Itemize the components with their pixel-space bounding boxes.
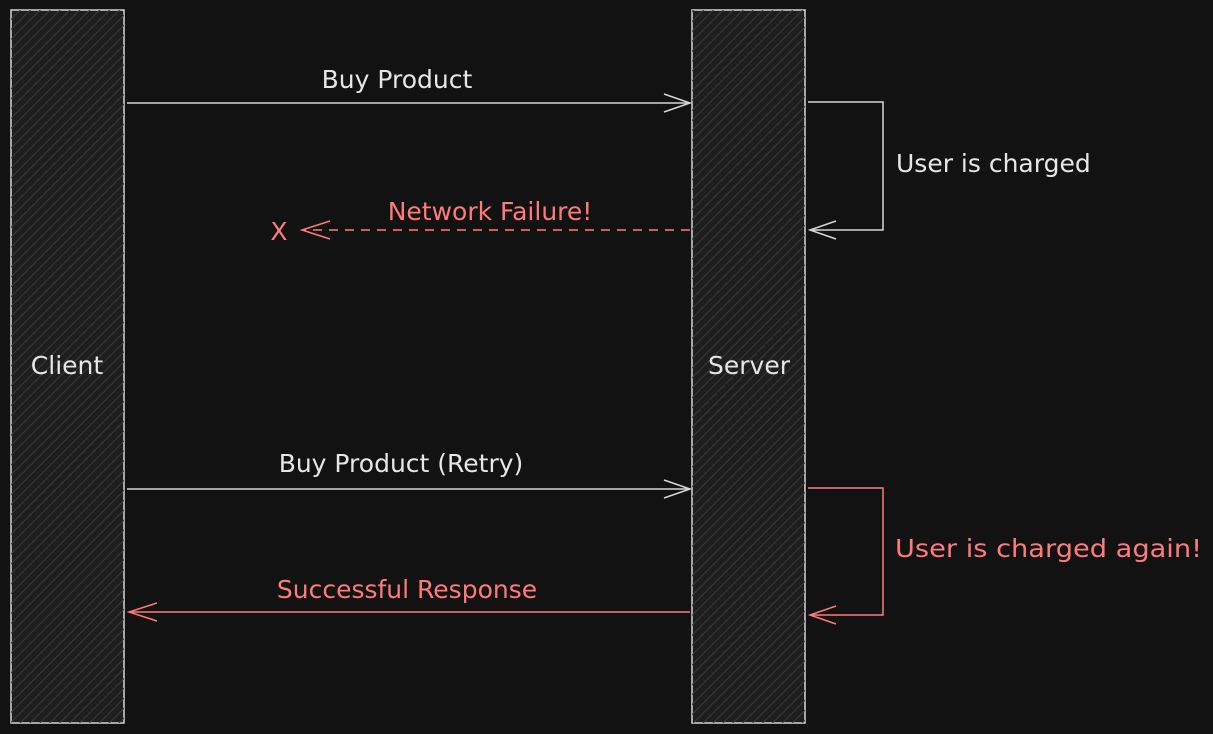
buy-product-arrow: [127, 93, 693, 113]
successful-response-label: Successful Response: [277, 575, 537, 604]
successful-response-arrow: [126, 602, 690, 622]
user-charged-note: User is charged: [896, 149, 1091, 178]
server-lifeline: Server: [691, 9, 806, 724]
buy-product-label: Buy Product: [322, 65, 473, 94]
network-failure-label: Network Failure!: [388, 197, 593, 226]
user-charged-again-note: User is charged again!: [895, 534, 1202, 563]
user-charged-again-loop: [807, 487, 884, 625]
buy-product-retry-label: Buy Product (Retry): [279, 449, 524, 478]
user-charged-loop: [807, 101, 884, 240]
client-lifeline: Client: [10, 9, 125, 724]
buy-product-retry-arrow: [127, 479, 693, 499]
client-label: Client: [31, 351, 104, 380]
network-failure-arrow: [299, 220, 690, 240]
failure-marker: X: [270, 217, 287, 246]
server-label: Server: [708, 351, 791, 380]
